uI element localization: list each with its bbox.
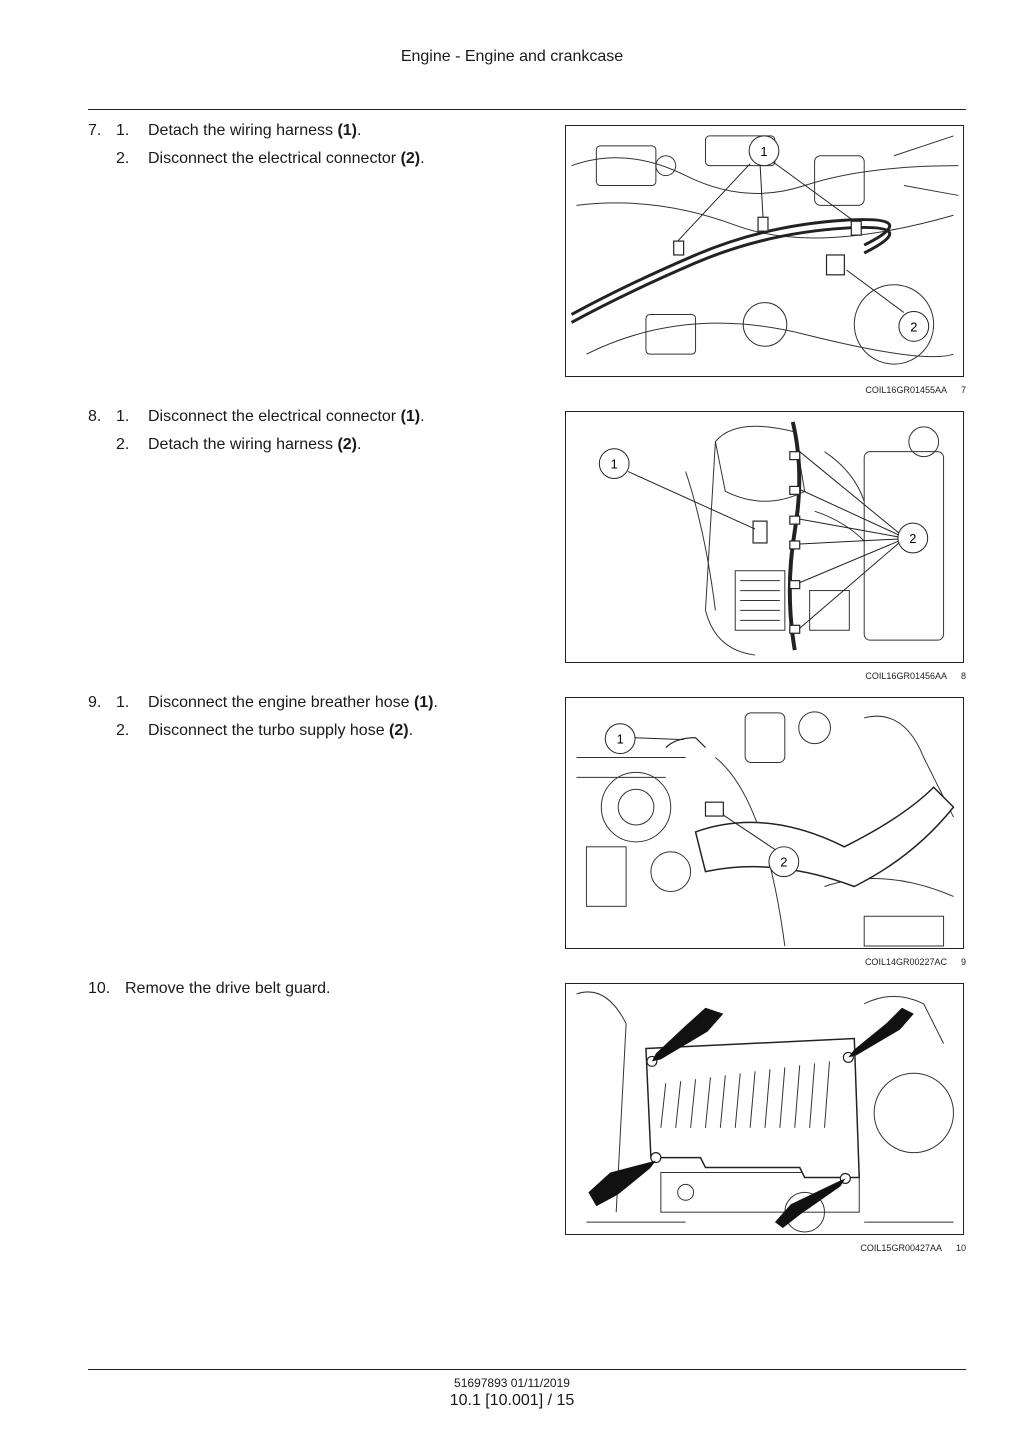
step-7: 7. 1. Detach the wiring harness (1). 2. Di… — [88, 117, 425, 173]
callout-1: 1 — [598, 448, 630, 479]
step-item-end: . — [420, 150, 425, 167]
callout-label: 2 — [909, 531, 916, 546]
figure-drive-belt-guard — [565, 983, 964, 1235]
callout-1: 1 — [748, 135, 780, 167]
step-item-text: Disconnect the electrical connector — [148, 150, 401, 167]
step-item-end: . — [433, 694, 438, 711]
figure-index: 9 — [960, 957, 966, 967]
step-item-number: 2. — [116, 150, 130, 167]
arrow-icon — [774, 1178, 846, 1229]
step-item-number: 2. — [116, 436, 130, 453]
callout-1: 1 — [604, 723, 636, 755]
step-item-end: . — [357, 436, 362, 453]
engine-illustration: 1 2 — [598, 421, 945, 656]
figure-index: 7 — [960, 385, 966, 395]
step-8: 8. 1. Disconnect the electrical connector… — [88, 403, 425, 459]
step-item-ref: (2) — [400, 150, 421, 167]
step-item-end: . — [420, 408, 425, 425]
figure-caption: COIL14GR00227AC 9 — [865, 957, 966, 967]
arrow-icon — [651, 1007, 724, 1062]
step-item-ref: (2) — [337, 436, 357, 453]
figure-code: COIL15GR00427AA — [860, 1243, 942, 1253]
callout-2: 2 — [898, 311, 930, 342]
step-number: 10. — [88, 980, 111, 997]
step-item-text: Disconnect the turbo supply hose — [148, 722, 390, 739]
step-item-text: Detach the wiring harness — [148, 122, 338, 139]
step-item-ref: (1) — [413, 694, 434, 711]
callout-label: 1 — [617, 732, 624, 747]
step-text: Remove the drive belt guard. — [125, 980, 331, 997]
step-10: 10. Remove the drive belt guard. — [88, 975, 330, 1003]
step-item-ref: (1) — [337, 122, 357, 139]
step-item: 1. Disconnect the electrical connector (1… — [88, 403, 425, 431]
footer-rule — [88, 1369, 966, 1370]
step-item-number: 1. — [116, 122, 130, 139]
step-item-end: . — [408, 722, 414, 739]
step-9: 9. 1. Disconnect the engine breather hose… — [88, 689, 438, 745]
figure-connector-harness: 1 2 — [565, 411, 964, 663]
header-rule — [88, 109, 966, 110]
engine-illustration: 1 2 — [570, 135, 959, 365]
callout-2: 2 — [768, 846, 800, 878]
figure-index: 8 — [960, 671, 966, 681]
step-number: 7. — [88, 122, 102, 139]
arrow-icon — [588, 1160, 656, 1207]
step-item: 2. Disconnect the electrical connector (2… — [88, 145, 425, 173]
footer-document-number: 51697893 01/11/2019 — [454, 1376, 570, 1390]
step-item-end: . — [357, 122, 362, 139]
figure-index: 10 — [955, 1243, 966, 1253]
step-item: 2. Detach the wiring harness (2). — [88, 431, 425, 459]
figure-code: COIL16GR01455AA — [865, 385, 947, 395]
step-item: 2. Disconnect the turbo supply hose (2). — [88, 717, 438, 745]
step-item: 1. Detach the wiring harness (1). — [88, 117, 425, 145]
step-item-text: Disconnect the electrical connector — [148, 408, 401, 425]
engine-illustration — [576, 991, 954, 1233]
callout-arrows — [588, 1007, 914, 1229]
figure-caption: COIL15GR00427AA 10 — [860, 1243, 966, 1253]
callout-2: 2 — [897, 522, 929, 554]
figure-caption: COIL16GR01456AA 8 — [865, 671, 966, 681]
figure-wiring-harness: 1 2 — [565, 125, 964, 377]
engine-illustration: 1 2 — [576, 711, 955, 947]
step-number: 9. — [88, 694, 102, 711]
footer-page-number: 10.1 [10.001] / 15 — [449, 1392, 575, 1409]
figure-code: COIL14GR00227AC — [864, 957, 947, 967]
callout-label: 2 — [780, 855, 787, 870]
step-item: 1. Disconnect the engine breather hose (1… — [88, 689, 438, 717]
page-header-title: Engine - Engine and crankcase — [400, 48, 624, 65]
figure-code: COIL16GR01456AA — [865, 671, 947, 681]
callout-label: 1 — [611, 457, 618, 472]
callout-label: 1 — [760, 144, 767, 159]
step-item-ref: (2) — [389, 722, 409, 739]
step-item-text: Detach the wiring harness — [148, 436, 338, 453]
step-item-ref: (1) — [400, 408, 421, 425]
step-item-number: 2. — [116, 722, 130, 739]
step-item-text: Disconnect the engine breather hose — [148, 694, 414, 711]
step-number: 8. — [88, 408, 102, 425]
figure-caption: COIL16GR01455AA 7 — [865, 385, 966, 395]
callout-label: 2 — [910, 319, 917, 334]
figure-breather-turbo-hose: 1 2 — [565, 697, 964, 949]
step-item-number: 1. — [116, 694, 130, 711]
step-item-number: 1. — [116, 408, 130, 425]
arrow-icon — [848, 1007, 914, 1058]
